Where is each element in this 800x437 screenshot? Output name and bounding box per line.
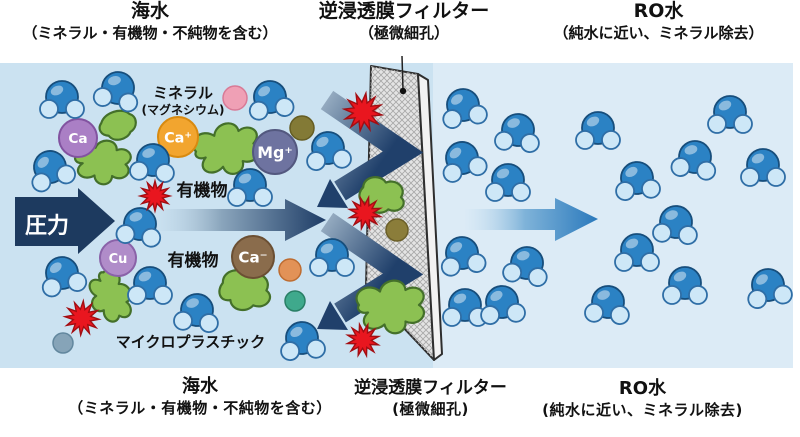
green-blob-organic [357, 281, 424, 334]
water-molecule [39, 80, 85, 119]
green-blob-organic [97, 108, 138, 143]
ion-circle: Cu [99, 239, 137, 277]
mineral-label: ミネラル [152, 84, 213, 102]
ion-label: Ca [68, 131, 87, 147]
water-molecule [584, 285, 630, 325]
water-molecule [652, 205, 698, 245]
membrane-subtitle-bottom: (極微細孔) [392, 400, 469, 419]
water-molecule [248, 80, 295, 121]
impurity-dot [222, 85, 248, 111]
water-molecule [442, 88, 488, 129]
water-molecule [306, 131, 352, 171]
red-star-microplastic [341, 90, 385, 134]
water-molecule [280, 321, 326, 361]
ion-circle: Ca [58, 118, 98, 158]
water-molecule [740, 148, 786, 187]
seawater-title: 海水 [130, 0, 169, 22]
water-molecule [707, 95, 753, 134]
ro-title-bottom: RO水 [618, 378, 667, 399]
water-molecule [494, 113, 540, 153]
water-molecule [31, 150, 76, 193]
ro-title: RO水 [633, 0, 684, 22]
label-seawater-top: 海水 （ミネラル・有機物・不純物を含む） [0, 0, 300, 43]
label-ro-bottom: RO水 (純水に近い、ミネラル除去) [520, 378, 765, 420]
ro-subtitle: （純水に近い、ミネラル除去） [553, 24, 764, 43]
ion-label: Mg⁺ [257, 143, 292, 162]
flow-arrow-left [152, 199, 326, 241]
flow-arrow-ro [465, 198, 598, 241]
impurity-dot [385, 218, 409, 242]
membrane-title-bottom: 逆浸透膜フィルター [354, 378, 507, 398]
ion-label: Ca⁻ [238, 249, 267, 267]
ro-subtitle-bottom: (純水に近い、ミネラル除去) [542, 401, 743, 420]
water-molecule [115, 207, 162, 248]
water-molecule [92, 71, 139, 113]
ion-circle: Ca⁺ [157, 116, 199, 158]
seawater-subtitle: （ミネラル・有機物・不純物を含む） [22, 24, 278, 43]
pressure-arrow [15, 188, 115, 254]
seawater-title-bottom: 海水 [182, 376, 218, 397]
impurity-dot [278, 258, 302, 282]
water-molecule [662, 266, 708, 305]
label-membrane-bottom: 逆浸透膜フィルター (極微細孔) [348, 378, 513, 419]
water-molecule [747, 268, 793, 309]
membrane-side-edge [417, 73, 443, 361]
organic-label-2: 有機物 [167, 251, 219, 271]
water-molecule [41, 256, 88, 298]
ion-circle: Mg⁺ [252, 129, 298, 175]
water-molecule [502, 246, 548, 287]
organic-label-1: 有機物 [176, 181, 228, 201]
impurity-dot [52, 332, 74, 354]
green-blob-organic [83, 264, 139, 326]
membrane-pointer-dot [399, 87, 407, 95]
label-ro-top: RO水 （純水に近い、ミネラル除去） [518, 0, 799, 43]
seawater-subtitle-bottom: （ミネラル・有機物・不純物を含む） [68, 399, 332, 418]
membrane-subtitle: （極微細孔） [358, 24, 449, 43]
red-star-microplastic [62, 298, 102, 338]
ion-label: Ca⁺ [164, 130, 192, 146]
red-star-microplastic [137, 178, 173, 214]
water-molecule [442, 288, 488, 327]
water-molecule [127, 266, 173, 305]
water-molecule [575, 111, 621, 150]
ion-label: Cu [109, 252, 128, 267]
ion-circle: Ca⁻ [231, 235, 275, 279]
impurity-dot [284, 290, 306, 312]
water-molecule [670, 140, 717, 181]
water-molecule [485, 163, 531, 202]
mineral-sublabel: (マグネシウム) [141, 103, 225, 117]
pressure-label: 圧力 [24, 214, 69, 239]
water-molecule [440, 236, 487, 277]
impurity-dot [289, 115, 315, 141]
membrane-pointer-line [401, 55, 404, 91]
water-molecule [227, 168, 273, 207]
water-molecule [615, 161, 661, 201]
water-molecule [614, 233, 660, 272]
label-membrane-top: 逆浸透膜フィルター （極微細孔） [303, 0, 505, 43]
red-star-microplastic [346, 194, 384, 232]
water-molecule [129, 143, 175, 183]
water-molecule [480, 285, 526, 325]
red-star-microplastic [344, 321, 382, 359]
label-seawater-bottom: 海水 （ミネラル・有機物・不純物を含む） [25, 376, 375, 418]
water-molecule [442, 141, 488, 183]
water-molecule [173, 293, 219, 333]
membrane-title: 逆浸透膜フィルター [318, 0, 490, 22]
water-molecule [309, 238, 355, 277]
microplastic-label: マイクロプラスチック [115, 333, 266, 351]
